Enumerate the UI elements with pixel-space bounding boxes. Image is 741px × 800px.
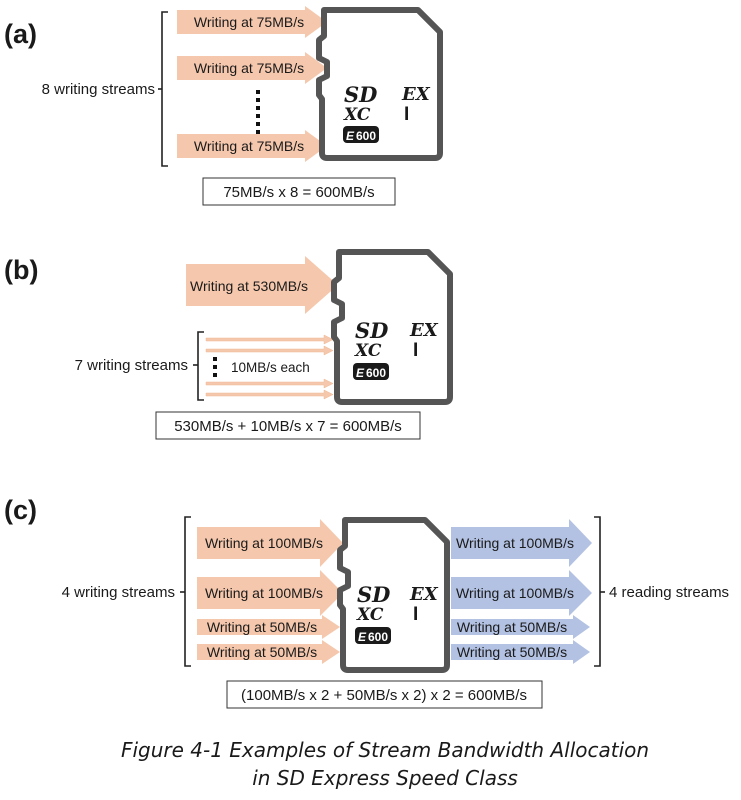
write-arrow-shape — [197, 640, 340, 664]
write-arrow: Writing at 100MB/s — [197, 519, 343, 567]
write-arrow-shape — [197, 615, 340, 639]
panel-c-sum: (100MB/s x 2 + 50MB/s x 2) x 2 = 600MB/s — [241, 687, 527, 704]
write-arrow-shape — [177, 130, 327, 162]
write-arrow-main-shape — [186, 256, 338, 314]
bus-mark: I — [404, 104, 409, 125]
speed-class-letter: E — [358, 630, 367, 644]
ellipsis-dots — [213, 357, 217, 377]
write-arrow-label: Writing at 50MB/s — [207, 619, 317, 635]
sd-logo-bottom: XC — [356, 605, 384, 625]
read-arrow-label: Writing at 100MB/s — [456, 585, 574, 601]
panel-b: (b) Writing at 530MB/s 7 writing streams… — [4, 249, 453, 440]
read-arrow-label: Writing at 100MB/s — [456, 535, 574, 551]
read-arrow-label: Writing at 50MB/s — [457, 644, 567, 660]
bus-mark: I — [413, 340, 418, 361]
figure-caption-line1: Figure 4-1 Examples of Stream Bandwidth … — [121, 738, 649, 762]
write-arrow-label: Writing at 50MB/s — [207, 644, 317, 660]
speed-class-value: 600 — [368, 630, 388, 644]
panel-c: (c) 4 writing streams Writing at 100MB/s… — [4, 495, 729, 709]
write-arrow: Writing at 75MB/s — [177, 52, 327, 84]
panel-b-sum: 530MB/s + 10MB/s x 7 = 600MB/s — [174, 418, 402, 435]
write-arrow-main-label: Writing at 530MB/s — [190, 278, 308, 294]
panel-c-label: (c) — [4, 495, 37, 525]
sd-logo-bottom: XC — [343, 105, 371, 125]
read-arrow-shape — [451, 570, 592, 616]
panel-c-sum-box — [226, 680, 543, 709]
panel-a-streams-label: 8 writing streams — [42, 81, 155, 98]
write-arrow-shape — [177, 6, 327, 38]
panel-c-read-label: 4 reading streams — [609, 584, 729, 601]
write-arrow-label: Writing at 100MB/s — [205, 585, 323, 601]
read-arrow: Writing at 50MB/s — [451, 615, 590, 639]
panel-a-label: (a) — [4, 19, 37, 49]
panel-c-left-bracket — [184, 516, 191, 667]
sd-card: SD XC EX I E 600 — [337, 517, 450, 673]
speed-class-badge — [353, 363, 389, 380]
read-arrow-shape — [451, 615, 590, 639]
panel-b-label: (b) — [4, 255, 38, 285]
write-arrow-label: Writing at 75MB/s — [194, 14, 304, 30]
panel-c-streams-label: 4 writing streams — [62, 584, 175, 601]
speed-class-value: 600 — [366, 366, 386, 380]
ex-mark: EX — [409, 320, 439, 341]
panel-a-sum-box — [202, 177, 396, 206]
speed-class-letter: E — [356, 366, 365, 380]
sd-card: SD XC EX I E 600 — [316, 7, 443, 161]
write-arrow-label: Writing at 75MB/s — [194, 60, 304, 76]
panel-b-bracket — [197, 331, 204, 401]
speed-class-letter: E — [346, 129, 355, 143]
figure-caption-line2: in SD Express Speed Class — [252, 766, 518, 790]
ellipsis-dots — [256, 90, 260, 134]
bus-mark: I — [413, 604, 418, 625]
sd-card: SD XC EX I E 600 — [331, 249, 453, 405]
write-arrow: Writing at 50MB/s — [197, 615, 340, 639]
write-arrow: Writing at 50MB/s — [197, 640, 340, 664]
panel-a-bracket — [161, 11, 168, 167]
sd-logo-top: SD — [355, 318, 389, 343]
sd-logo-top: SD — [357, 582, 391, 607]
read-arrow: Writing at 100MB/s — [451, 570, 592, 616]
sd-logo-bottom: XC — [354, 341, 382, 361]
write-arrow: Writing at 75MB/s — [177, 6, 327, 38]
write-arrow-shape — [177, 52, 327, 84]
sd-card-outline — [316, 7, 443, 161]
panel-b-streams-label: 7 writing streams — [75, 357, 188, 374]
write-arrow-label: Writing at 75MB/s — [194, 138, 304, 154]
panel-a: (a) 8 writing streams Writing at 75MB/s … — [4, 6, 443, 206]
panel-c-right-bracket — [594, 516, 601, 667]
write-arrow: Writing at 100MB/s — [197, 570, 343, 616]
write-arrow-shape — [197, 519, 343, 567]
panel-a-sum: 75MB/s x 8 = 600MB/s — [223, 184, 374, 201]
write-arrow-main: Writing at 530MB/s — [186, 256, 338, 314]
sd-logo-top: SD — [344, 82, 378, 107]
thin-arrows-note: 10MB/s each — [231, 360, 310, 375]
ex-mark: EX — [409, 584, 439, 605]
panel-b-sum-box — [155, 411, 421, 440]
write-arrow: Writing at 75MB/s — [177, 130, 327, 162]
speed-class-value: 600 — [356, 129, 376, 143]
write-arrow-shape — [197, 570, 343, 616]
ex-mark: EX — [401, 84, 431, 105]
read-arrow: Writing at 50MB/s — [451, 640, 590, 664]
read-arrow: Writing at 100MB/s — [451, 519, 592, 567]
read-arrow-shape — [451, 640, 590, 664]
speed-class-badge — [355, 627, 391, 644]
write-arrow-label: Writing at 100MB/s — [205, 535, 323, 551]
read-arrow-label: Writing at 50MB/s — [457, 619, 567, 635]
read-arrow-shape — [451, 519, 592, 567]
speed-class-badge — [343, 126, 379, 143]
thin-arrows — [205, 334, 334, 400]
